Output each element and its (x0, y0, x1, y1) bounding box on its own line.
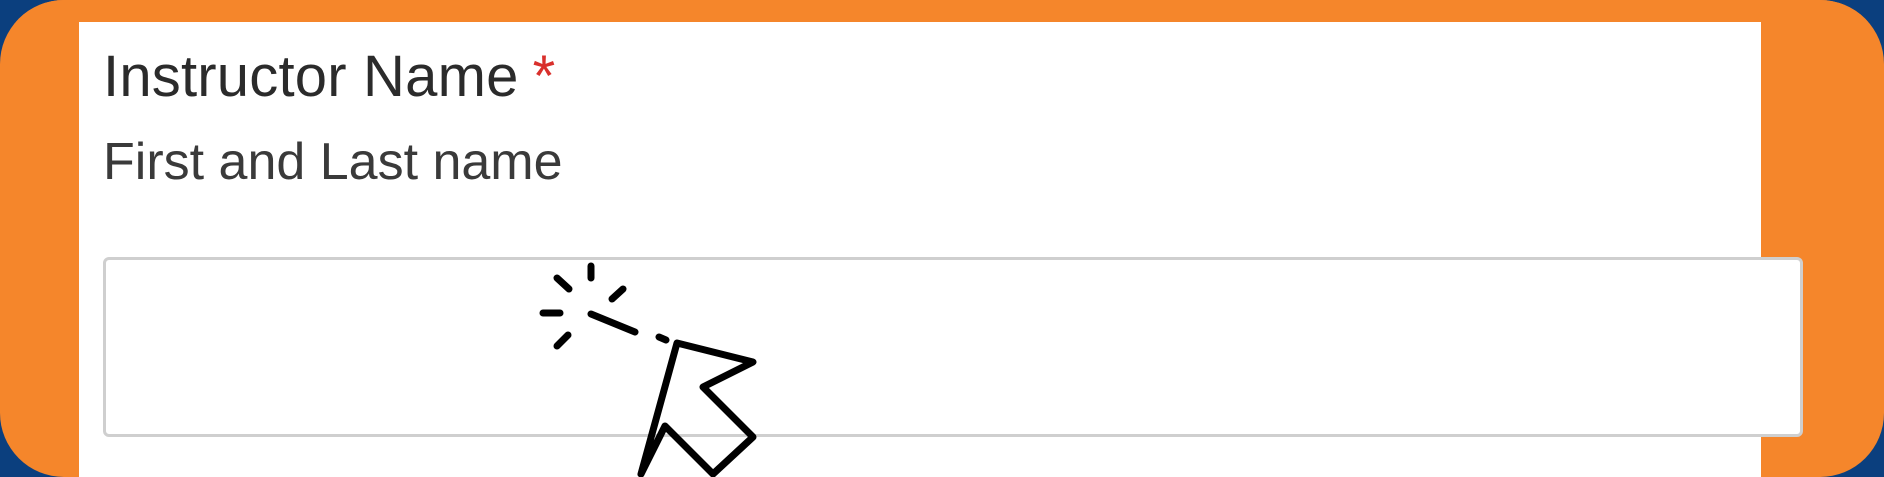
click-cursor-icon (539, 262, 757, 477)
frame-border-top (0, 0, 1884, 22)
field-label: Instructor Name* (103, 42, 555, 112)
required-marker: * (532, 44, 556, 109)
frame-border-left (0, 0, 79, 477)
instructor-name-input[interactable] (103, 257, 1803, 437)
field-label-text: Instructor Name (103, 44, 519, 109)
field-hint: First and Last name (103, 133, 563, 191)
